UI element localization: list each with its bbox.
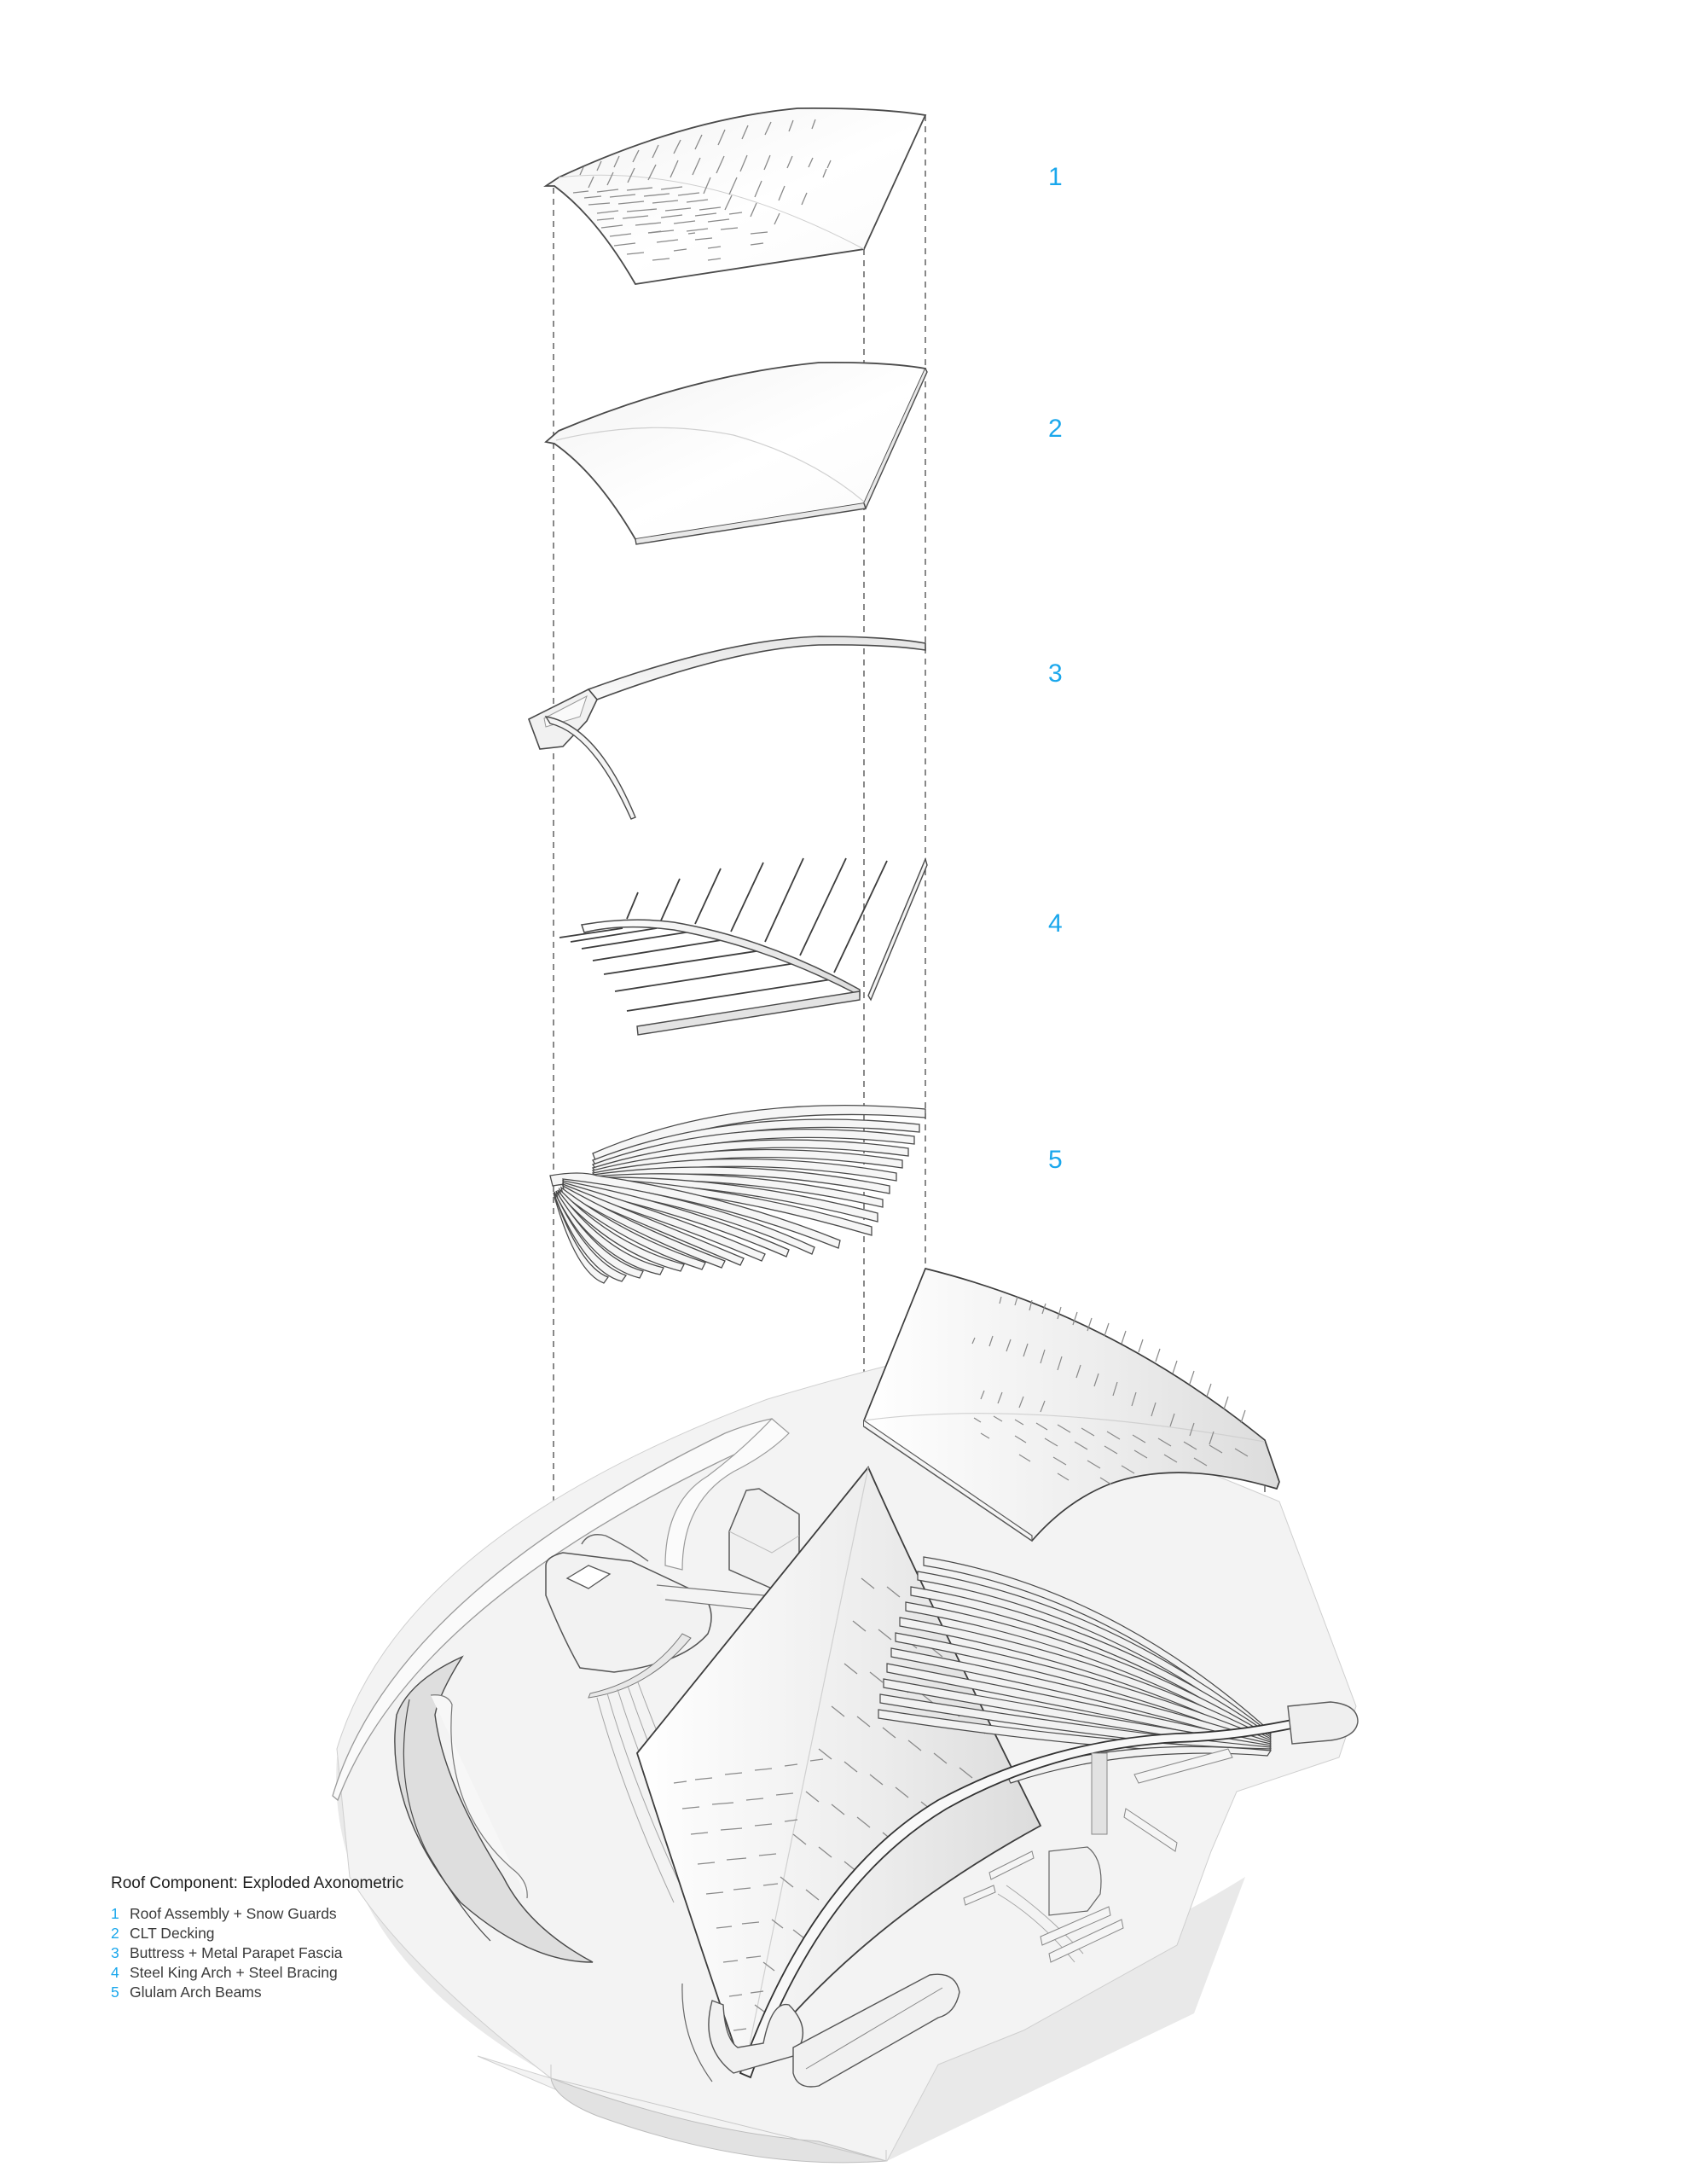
legend-item-3: 3 Buttress + Metal Parapet Fascia (111, 1943, 403, 1963)
layer-3-buttress-parapet (528, 636, 926, 820)
legend-label: CLT Decking (130, 1925, 215, 1942)
layer-number-2: 2 (1048, 415, 1063, 443)
legend-title: Roof Component: Exploded Axonometric (111, 1874, 404, 1892)
legend-item-1: 1 Roof Assembly + Snow Guards (111, 1904, 403, 1924)
installed-glulam-beams (878, 1556, 1272, 1784)
layer-number-1: 1 (1048, 163, 1063, 191)
layer-5-glulam-beams (549, 1105, 926, 1284)
layer-4-steel-arch-bracing (559, 857, 928, 1036)
legend-number: 5 (111, 1984, 119, 2001)
building-base (332, 1356, 1359, 2164)
legend-label: Roof Assembly + Snow Guards (130, 1905, 337, 1922)
legend-number: 3 (111, 1944, 119, 1961)
legend-item-5: 5 Glulam Arch Beams (111, 1983, 403, 2002)
legend-number: 1 (111, 1905, 119, 1922)
detached-roof-panel (863, 1267, 1280, 1542)
layer-number-5: 5 (1048, 1146, 1063, 1174)
legend-item-2: 2 CLT Decking (111, 1924, 403, 1943)
layer-2-clt-decking (544, 361, 928, 545)
layer-number-3: 3 (1048, 659, 1063, 688)
legend: Roof Component: Exploded Axonometric 1 R… (111, 1873, 403, 2002)
layer-1-roof-assembly (543, 107, 927, 285)
legend-label: Steel King Arch + Steel Bracing (130, 1964, 338, 1981)
snow-guards (572, 119, 832, 261)
legend-number: 2 (111, 1925, 119, 1942)
legend-item-4: 4 Steel King Arch + Steel Bracing (111, 1963, 403, 1983)
layer-number-4: 4 (1048, 909, 1063, 938)
legend-label: Glulam Arch Beams (130, 1984, 262, 2001)
legend-number: 4 (111, 1964, 119, 1981)
legend-label: Buttress + Metal Parapet Fascia (130, 1944, 343, 1961)
